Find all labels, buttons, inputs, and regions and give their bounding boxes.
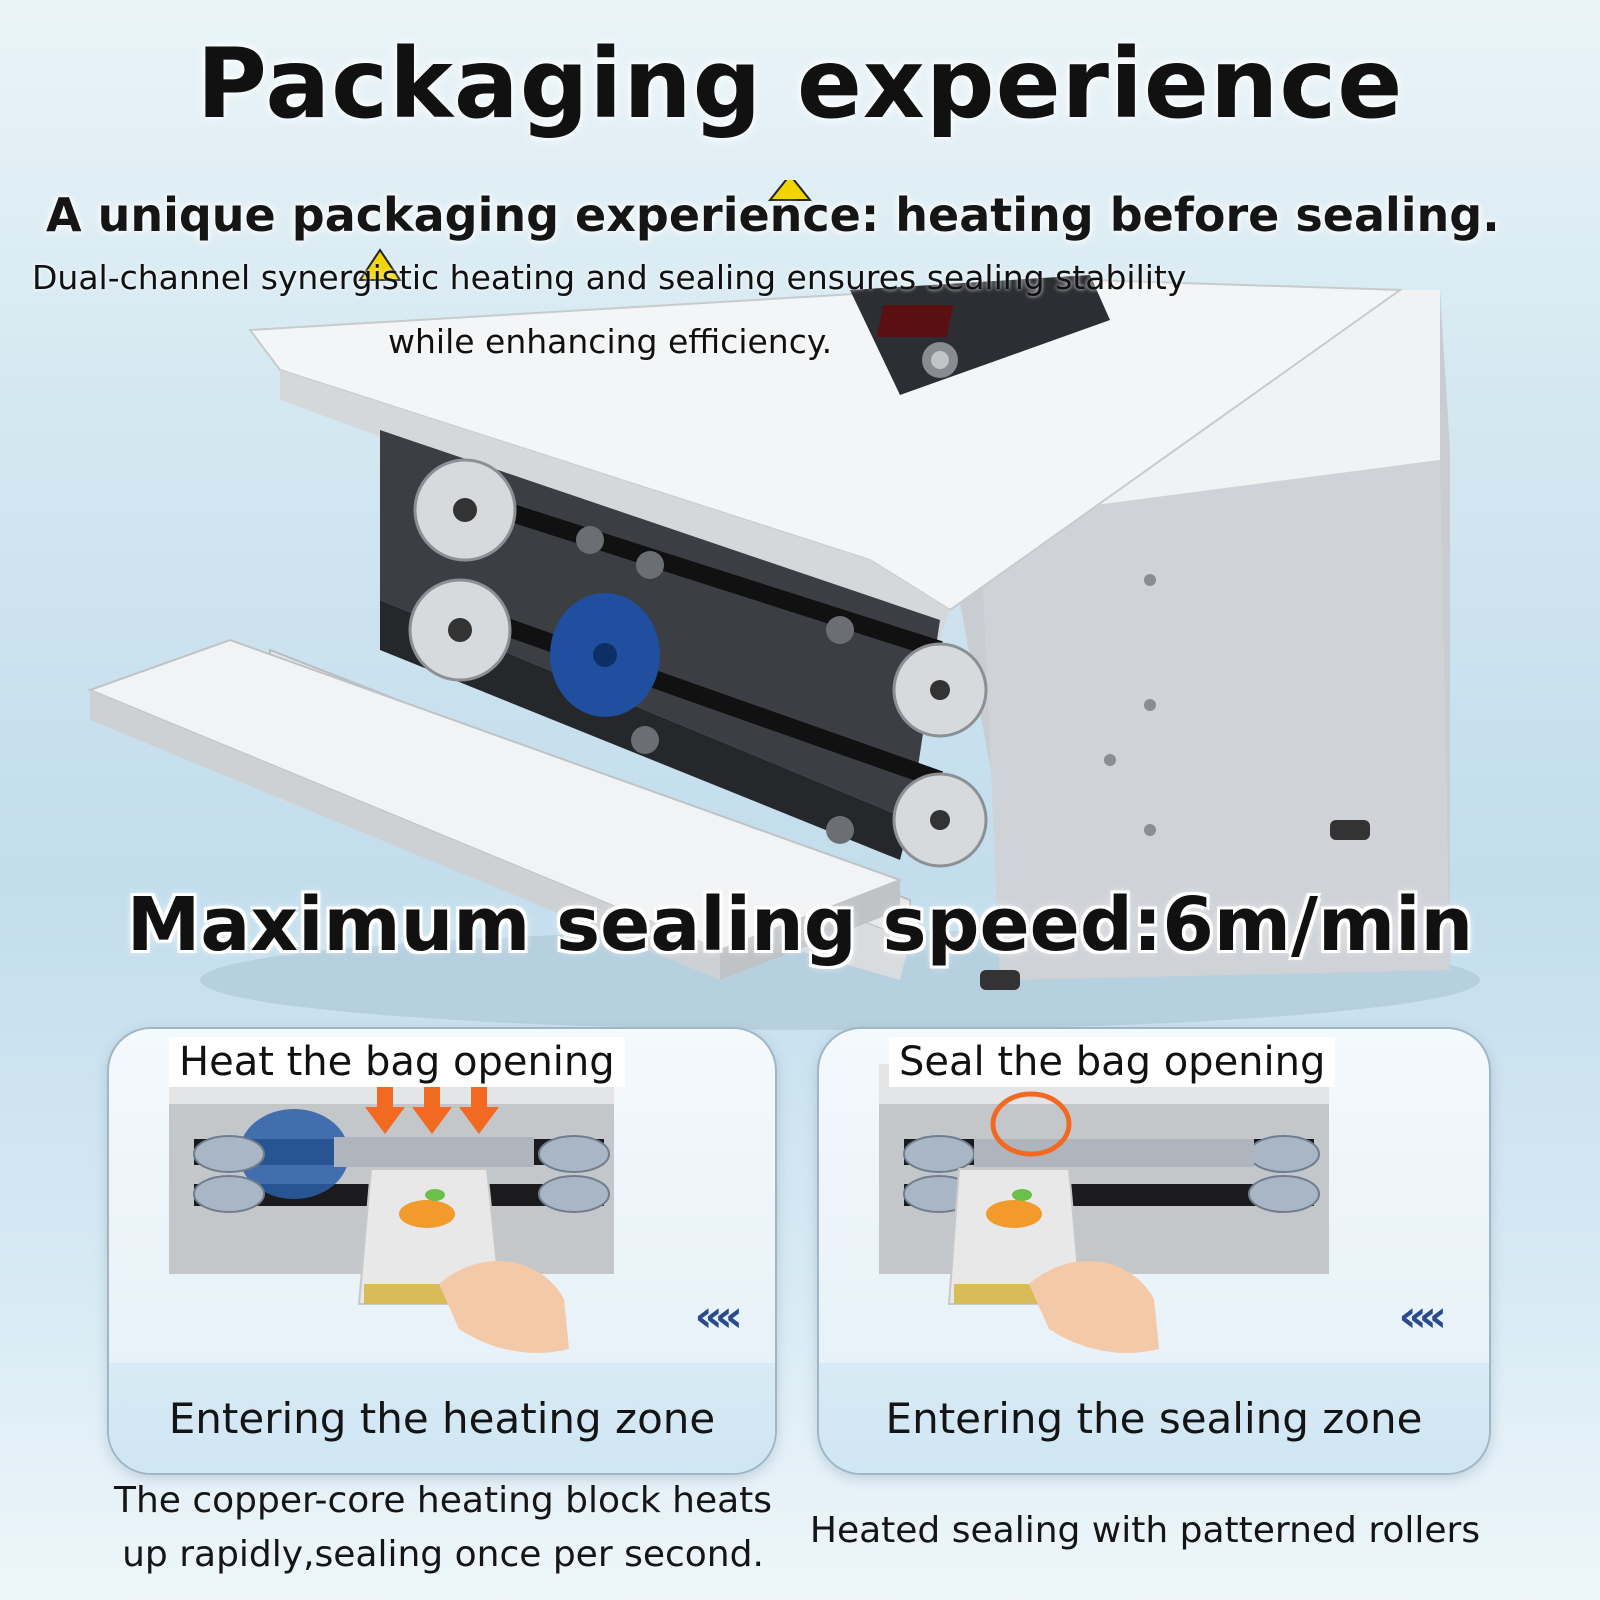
max-speed-headline: Maximum sealing speed:6m/min (126, 882, 1474, 968)
heating-panel-header: Heat the bag opening (169, 1037, 625, 1087)
heating-zone-panel: Heat the bag opening ‹‹‹‹ Entering the h… (107, 1027, 777, 1475)
chevrons-left-icon: ‹‹‹‹ (1398, 1291, 1446, 1342)
sealing-zone-panel: Seal the bag opening ‹‹‹‹ Entering the s… (817, 1027, 1491, 1475)
heat-arrows (365, 1079, 499, 1134)
sealing-panel-header: Seal the bag opening (889, 1037, 1336, 1087)
chevrons-left-icon: ‹‹‹‹ (694, 1291, 742, 1342)
sealing-machine-illustration (87, 180, 1480, 1030)
heating-caption: The copper-core heating block heats up r… (110, 1474, 776, 1582)
sealing-caption: Heated sealing with patterned rollers (809, 1510, 1481, 1551)
heating-caption-line-2: up rapidly,sealing once per second. (122, 1534, 764, 1575)
heating-caption-line-1: The copper-core heating block heats (113, 1480, 773, 1521)
heating-panel-footer: Entering the heating zone (109, 1363, 775, 1473)
page-title: Packaging experience (196, 28, 1404, 140)
description-line-1: Dual-channel synergistic heating and sea… (32, 258, 1187, 297)
subtitle: A unique packaging experience: heating b… (46, 188, 1500, 242)
description-line-2: while enhancing efficiency. (388, 322, 833, 361)
seal-highlight-ring (990, 1091, 1072, 1157)
sealing-panel-footer: Entering the sealing zone (819, 1363, 1489, 1473)
